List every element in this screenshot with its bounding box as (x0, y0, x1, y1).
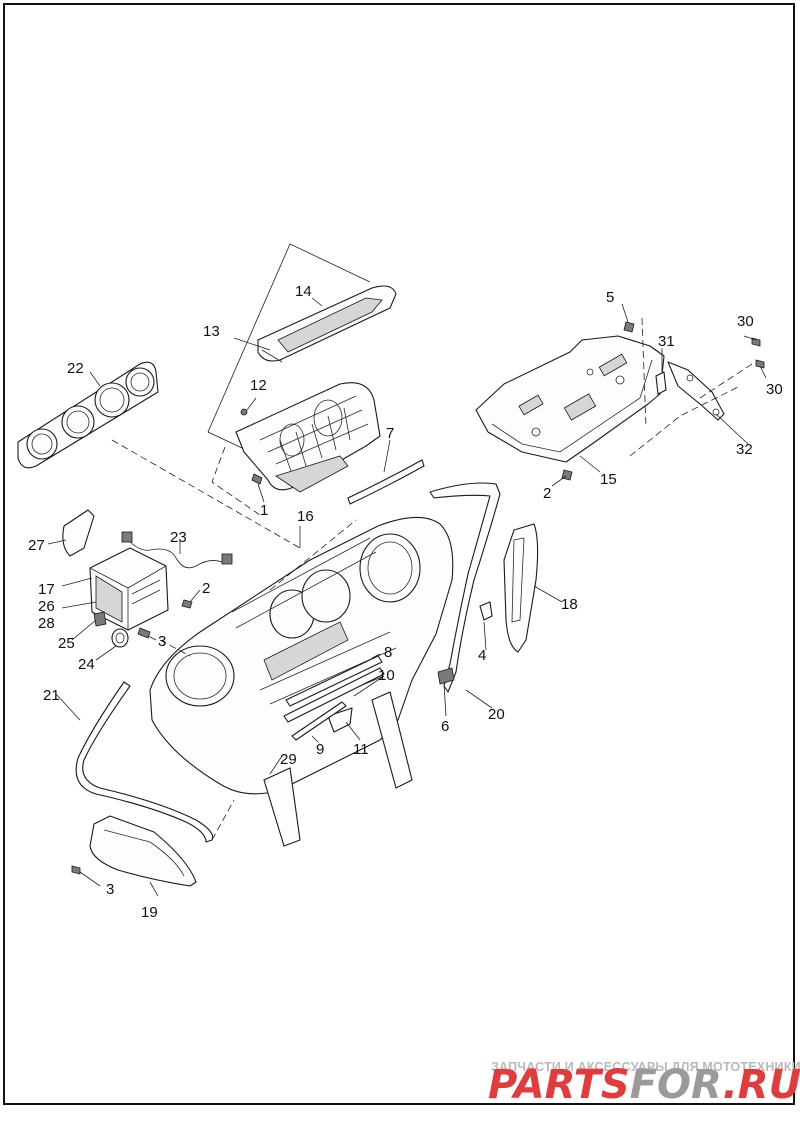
part-32-side-bracket (655, 361, 725, 421)
part-30-screw-a (751, 337, 761, 347)
callout-13: 13 (203, 323, 220, 340)
callout-7: 7 (386, 425, 394, 442)
callout-25: 25 (58, 635, 75, 652)
lower-mount-column (263, 767, 301, 847)
callout-22: 22 (67, 360, 84, 377)
part-13-gauge-housing (235, 382, 381, 493)
callout-3a: 3 (158, 633, 166, 650)
part-4-clip (479, 601, 493, 621)
part-30-screw-b (755, 359, 765, 369)
callout-26: 26 (38, 598, 55, 615)
part-22-gauge-bezel (17, 361, 159, 469)
part-16-inner-fairing (149, 516, 454, 795)
callout-30a: 30 (737, 313, 754, 330)
callout-11: 11 (353, 741, 369, 758)
part-14-upper-trim (257, 285, 397, 363)
part-27-lens (62, 509, 95, 557)
part-1-screw (251, 473, 265, 503)
callout-21: 21 (43, 687, 60, 704)
callout-16: 16 (297, 508, 314, 525)
part-19-lower-panel (89, 815, 197, 887)
part-3-screw-a (137, 627, 151, 639)
callout-8: 8 (384, 644, 392, 661)
assembly-line-22 (111, 439, 301, 549)
diagram-frame (3, 3, 795, 1105)
callout-30b: 30 (766, 381, 783, 398)
callout-leaders (47, 297, 767, 897)
callout-29: 29 (280, 751, 297, 768)
callout-18: 18 (561, 596, 578, 613)
callout-labels: 14 13 22 12 7 1 16 5 30 31 30 32 15 2 27… (28, 283, 783, 921)
part-18-side-panel (503, 523, 539, 653)
callout-2a: 2 (543, 485, 551, 502)
callout-20: 20 (488, 706, 505, 723)
callout-31: 31 (658, 333, 675, 350)
callout-6: 6 (441, 718, 449, 735)
part-25-clip (93, 611, 107, 627)
part-2-screw-a (561, 469, 573, 481)
callout-10: 10 (378, 667, 395, 684)
part-5-screw (623, 321, 635, 333)
part-8-strip (285, 655, 383, 707)
callout-32: 32 (736, 441, 753, 458)
part-12-screw (240, 397, 257, 416)
callout-27: 27 (28, 537, 45, 554)
callout-24: 24 (78, 656, 95, 673)
watermark: ЗАПЧАСТИ И АКСЕССУАРЫ ДЛЯ МОТОТЕХНИКИ PA… (488, 1060, 800, 1108)
part-24-grommet (111, 628, 129, 648)
part-15-mount-plate (475, 335, 665, 463)
part-9-rod (291, 701, 347, 741)
part-2-screw-b (181, 599, 193, 609)
callout-17: 17 (38, 581, 55, 598)
callout-15: 15 (600, 471, 617, 488)
callout-19: 19 (141, 904, 158, 921)
part-20-trim-strip (429, 482, 501, 693)
callout-1: 1 (260, 502, 268, 519)
callout-23: 23 (170, 529, 187, 546)
callout-28: 28 (38, 615, 55, 632)
callout-5: 5 (606, 289, 614, 306)
part-3-screw-b (71, 865, 81, 875)
part-13-group-bracket (207, 243, 371, 516)
part-17-control-module (89, 547, 169, 631)
part-31-clip (655, 371, 667, 395)
part-23-cable (121, 531, 233, 569)
callout-3b: 3 (106, 881, 114, 898)
callout-14: 14 (295, 283, 312, 300)
watermark-tagline: ЗАПЧАСТИ И АКСЕССУАРЫ ДЛЯ МОТОТЕХНИКИ (491, 1060, 800, 1074)
part-10-strip (283, 667, 385, 723)
callout-4: 4 (478, 647, 486, 664)
callout-12: 12 (250, 377, 267, 394)
part-7-seal-strip (347, 459, 425, 505)
callout-2b: 2 (202, 580, 210, 597)
watermark-logo: PARTSFOR.RU (488, 1062, 800, 1108)
callout-9: 9 (316, 741, 324, 758)
part-6-fastener (437, 667, 455, 717)
